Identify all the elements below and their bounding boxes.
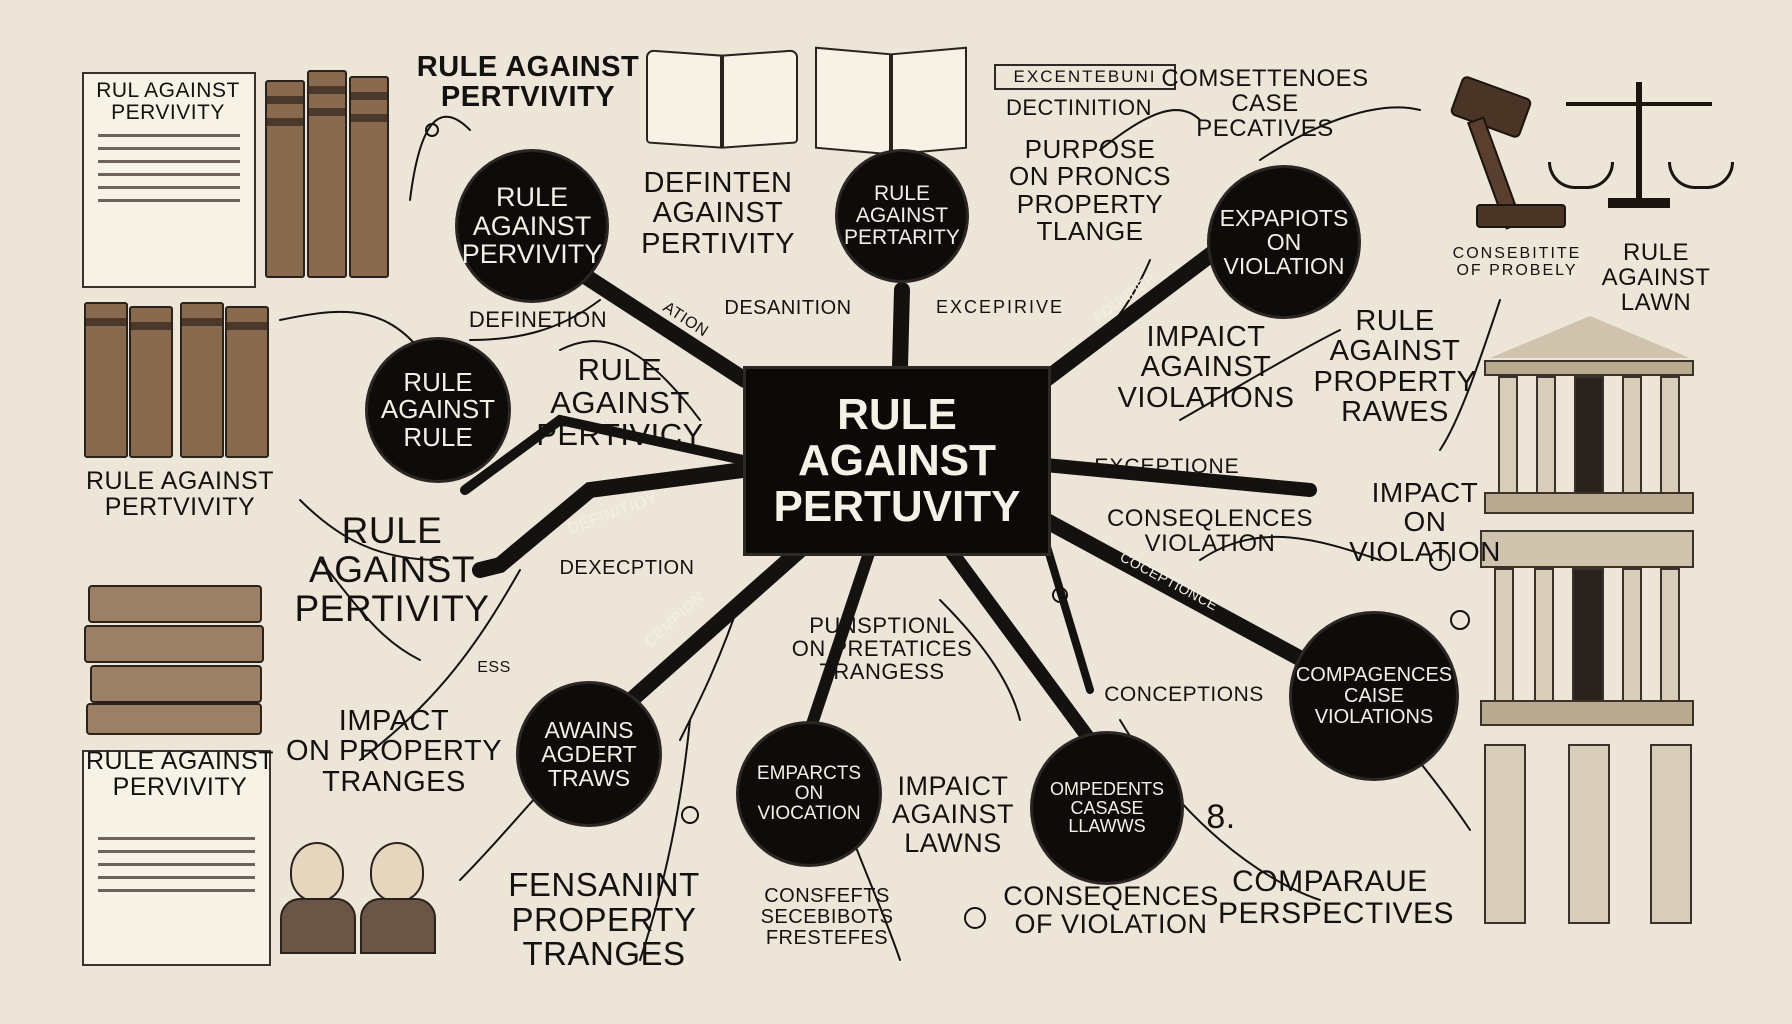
node-rule-against-pertarity[interactable]: RULE AGAINST PERTARITY xyxy=(838,152,966,280)
label-fensanint-property-tranges: FENSANINT PROPERTY TRANGES xyxy=(508,866,700,973)
label-impact-on-violation: IMPACT ON VIOLATION xyxy=(1349,477,1501,567)
label-comparaue-perspectives: COMPARAUE PERSPECTIVES xyxy=(1218,865,1455,930)
node-expapiots-on-violation[interactable]: EXPAPIOTS ON VIOLATION xyxy=(1210,168,1358,316)
scales-icon xyxy=(1548,82,1734,222)
label-rule-against-pertivicy: RULE AGAINST PERTIVICY xyxy=(536,352,704,453)
label-impaict-against-lawns: IMPAICT AGAINST LAWNS xyxy=(891,771,1015,858)
courthouse-icon xyxy=(1480,530,1696,728)
label-ess: ESS xyxy=(477,659,511,676)
gavel-icon xyxy=(1446,74,1566,230)
label-desanition: DESANITION xyxy=(724,297,852,319)
columns-icon xyxy=(1478,744,1698,924)
label-dexecption: DEXECPTION xyxy=(559,557,695,579)
node-rule-against-pervivity[interactable]: RULE AGAINST PERVIVITY xyxy=(458,152,606,300)
label-punsptionl: PUNSPTIONL ON PRETATICES TRANGESS xyxy=(791,613,973,685)
label-rule-against-lawn: RULE AGAINST LAWN xyxy=(1601,239,1711,317)
rule-left-mid-label: RULE AGAINST PERTVIVITY xyxy=(86,467,274,522)
heading-rule-against-pertvivity: RULE AGAINST PERTVIVITY xyxy=(416,51,640,114)
node-compagences-caise-violations[interactable]: COMPAGENCES CAISE VIOLATIONS xyxy=(1292,614,1456,778)
rule-lower-left-label: RULE AGAINST PERVIVITY xyxy=(86,747,274,802)
label-impact-on-property-tranges: IMPACT ON PROPERTY TRANGES xyxy=(285,705,503,798)
label-conseqlences-violation: CONSEQLENCES VIOLATION xyxy=(1106,505,1314,558)
node-emparcts-on-viocation[interactable]: EMPARCTS ON VIOCATION xyxy=(739,724,879,864)
document-icon xyxy=(82,72,256,288)
open-book-icon xyxy=(815,46,967,156)
label-excepirive: EXCEPIRIVE xyxy=(935,297,1065,317)
label-definetion: DEFINETION xyxy=(468,307,608,332)
label-dectinition: DECTINITION xyxy=(1005,95,1153,120)
node-rule-against-rule[interactable]: RULE AGAINST RULE xyxy=(368,340,508,480)
label-comsettenoes: COMSETTENOES CASE PECATIVES xyxy=(1161,65,1369,143)
courthouse-icon xyxy=(1484,316,1694,516)
label-rule-against-property-rawes: RULE AGAINST PROPERTY RAWES xyxy=(1313,305,1477,429)
open-book-icon xyxy=(646,49,798,149)
label-consebitite: CONSEBITITE OF PROBELY xyxy=(1452,245,1582,279)
label-impaict-against-violations: IMPAICT AGAINST VIOLATIONS xyxy=(1117,321,1295,414)
label-rule-against-pertivity-large: RULE AGAINST PERTIVITY xyxy=(294,510,490,629)
books-icon xyxy=(84,585,264,735)
books-icon xyxy=(265,70,395,278)
label-definten-against-pertivity: DEFINTEN AGAINST PERTIVITY xyxy=(641,167,795,260)
label-conceptions: CONCEPTIONS xyxy=(1104,683,1264,706)
label-conseqences-of-violation: CONSEQENCES OF VIOLATION xyxy=(1003,881,1219,940)
label-excentebuni: EXCENTEBUNI xyxy=(994,64,1176,90)
node-ompedents-casase-llawws[interactable]: OMPEDENTS CASASE LLAWWS xyxy=(1033,734,1181,882)
people-icon xyxy=(280,842,450,954)
label-purpose: PURPOSE ON PRONCS PROPERTY TLANGE xyxy=(1009,134,1171,246)
label-consfefts: CONSFEFTS SECEBIBOTS FRESTEFES xyxy=(760,885,894,949)
doc-title-label: RUL AGAINST PERVIVITY xyxy=(96,79,240,125)
label-exceptione: EXCEPTIONE xyxy=(1094,455,1240,478)
document-icon xyxy=(82,750,271,966)
books-icon xyxy=(84,302,280,458)
node-awains-agdert-traws[interactable]: AWAINS AGDERT TRAWS xyxy=(519,684,659,824)
label-number-eight: 8. xyxy=(1206,798,1236,836)
central-topic-box[interactable]: RULE AGAINST PERTUVITY xyxy=(743,366,1051,556)
